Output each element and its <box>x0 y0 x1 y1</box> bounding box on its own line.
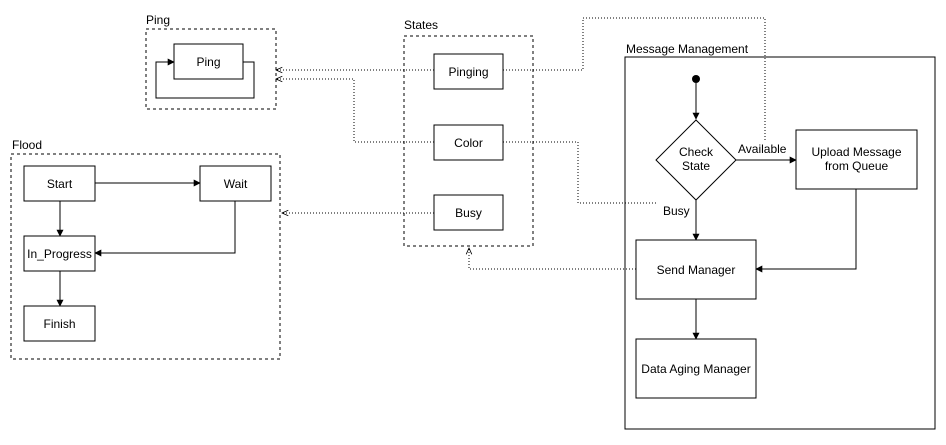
wait-to-in-progress-edge <box>94 201 236 257</box>
check-state-label-line1: Check <box>679 145 714 159</box>
in-progress-node-label: In_Progress <box>27 247 92 261</box>
pinging-node[interactable] <box>433 53 504 90</box>
flood-group-title: Flood <box>12 138 42 152</box>
color-to-ping-edge <box>276 79 434 143</box>
available-edge-label: Available <box>738 142 787 156</box>
flood-group <box>10 153 281 360</box>
data-aging-manager-label: Data Aging Manager <box>641 362 750 376</box>
ping-group-title: Ping <box>146 13 170 27</box>
message-management-group <box>624 56 936 430</box>
ping-self-loop-edge <box>155 58 255 99</box>
finish-node-label: Finish <box>43 317 75 331</box>
data-aging-manager-node[interactable] <box>635 338 757 399</box>
upload-message-label-line2: from Queue <box>825 159 889 173</box>
ping-node-label: Ping <box>196 55 220 69</box>
send-manager-node[interactable] <box>635 239 757 300</box>
states-group <box>403 35 534 247</box>
initial-state-dot <box>692 75 700 83</box>
color-node-label: Color <box>454 136 483 150</box>
start-node-label: Start <box>47 177 73 191</box>
send-manager-to-states-edge <box>469 248 636 270</box>
pinging-node-label: Pinging <box>448 65 488 79</box>
message-management-title: Message Management <box>626 42 749 56</box>
send-manager-label: Send Manager <box>657 263 736 277</box>
check-state-label-line2: State <box>682 159 710 173</box>
busy-edge-label: Busy <box>663 204 690 218</box>
upload-message-label-line1: Upload Message <box>811 145 901 159</box>
wait-node-label: Wait <box>224 177 248 191</box>
color-node[interactable] <box>433 124 504 161</box>
finish-node[interactable] <box>23 305 96 342</box>
busy-to-color-edge <box>503 141 657 204</box>
upload-message-node[interactable] <box>795 129 918 190</box>
ping-node[interactable] <box>173 43 244 80</box>
available-to-pinging-edge <box>503 17 766 140</box>
busy-node-label: Busy <box>455 206 482 220</box>
states-group-title: States <box>404 18 438 32</box>
upload-to-send-manager-edge <box>755 189 857 273</box>
